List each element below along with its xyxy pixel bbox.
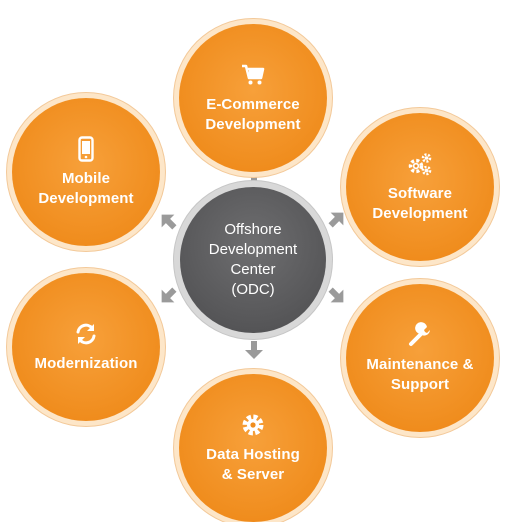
center-odc-node: Offshore Development Center (ODC) bbox=[180, 187, 326, 333]
arrow-up-left-icon bbox=[157, 210, 179, 232]
mobile-phone-icon bbox=[72, 135, 100, 163]
gear-icon bbox=[239, 411, 267, 439]
node-mobile-development[interactable]: Mobile Development bbox=[12, 98, 160, 246]
node-label: Maintenance & Support bbox=[366, 356, 474, 393]
node-maintenance-support[interactable]: Maintenance & Support bbox=[346, 284, 494, 432]
node-label: Data Hosting & Server bbox=[206, 446, 300, 483]
arrow-up-right-icon bbox=[326, 208, 348, 230]
node-data-hosting-server[interactable]: Data Hosting & Server bbox=[179, 374, 327, 522]
arrow-down-left-icon bbox=[157, 285, 179, 307]
wrench-icon bbox=[406, 321, 434, 349]
center-label: Offshore Development Center (ODC) bbox=[208, 221, 298, 298]
node-label: Software Development bbox=[372, 185, 468, 222]
node-ecommerce-development[interactable]: E-Commerce Development bbox=[179, 24, 327, 172]
node-modernization[interactable]: Modernization bbox=[12, 273, 160, 421]
shopping-cart-icon bbox=[239, 61, 267, 89]
arrow-down-right-icon bbox=[326, 285, 348, 307]
node-label: Mobile Development bbox=[38, 170, 134, 207]
gears-icon bbox=[406, 150, 434, 178]
arrow-down-icon bbox=[243, 339, 265, 361]
node-software-development[interactable]: Software Development bbox=[346, 113, 494, 261]
node-label: E-Commerce Development bbox=[205, 96, 301, 133]
node-label: Modernization bbox=[34, 355, 138, 372]
refresh-icon bbox=[72, 320, 100, 348]
